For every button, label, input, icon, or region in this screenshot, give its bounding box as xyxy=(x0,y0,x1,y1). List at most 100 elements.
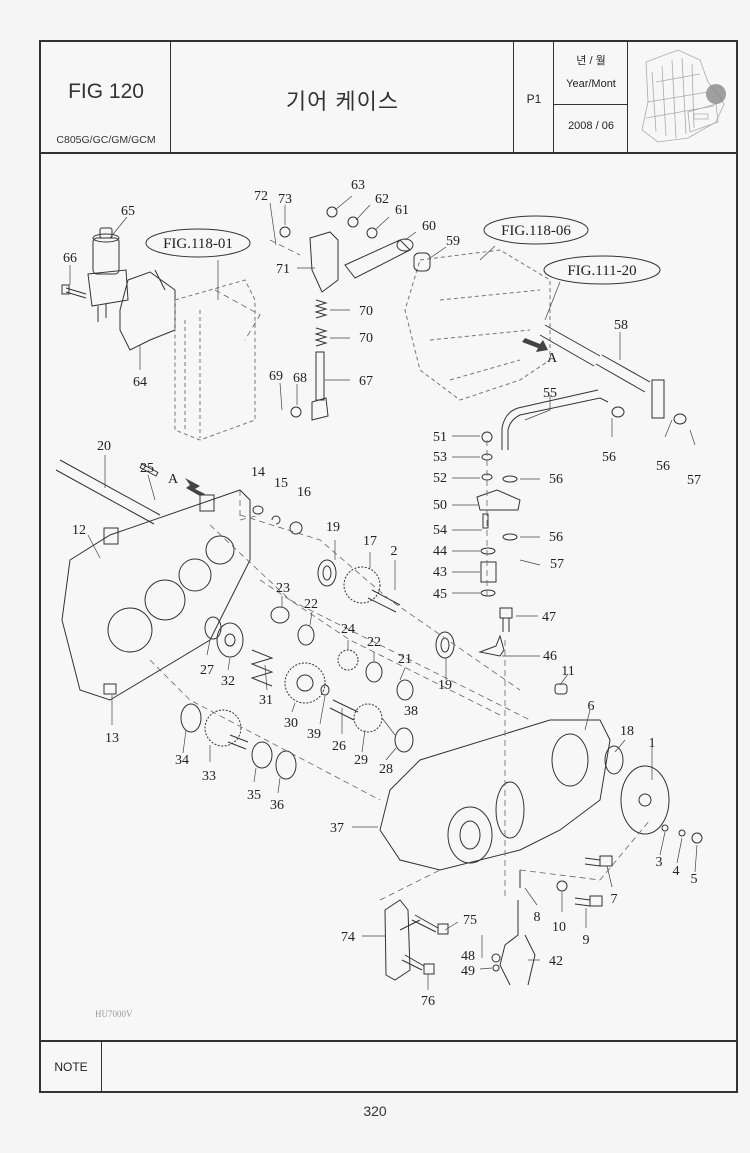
part-label: 2 xyxy=(391,544,398,559)
part-label: 56 xyxy=(549,472,563,487)
left-case-holes xyxy=(103,494,235,653)
part-label: 28 xyxy=(379,762,393,777)
left-gear-case-part xyxy=(61,489,251,701)
part-label: 27 xyxy=(200,663,214,678)
part-label: 46 xyxy=(543,649,557,664)
part-label: 13 xyxy=(105,731,119,746)
fig-118-01-label: FIG.118-01 xyxy=(163,236,233,252)
part-label: 69 xyxy=(269,369,283,384)
part-label: 30 xyxy=(284,716,298,731)
date-divider xyxy=(554,104,628,105)
fig-118-01-callout: FIG.118-01 xyxy=(145,228,251,258)
part-label: 44 xyxy=(433,544,447,559)
view-a-arrow-upper xyxy=(522,338,548,352)
part-label: 37 xyxy=(330,821,344,836)
part-label: 31 xyxy=(259,693,273,708)
part-label: 1 xyxy=(649,736,656,751)
bolt-part xyxy=(61,284,87,299)
part-label: 49 xyxy=(461,964,475,979)
part-label: 55 xyxy=(543,386,557,401)
part-number-labels: 65 66 64 72 73 63 62 61 60 59 71 70 70 6… xyxy=(63,178,701,1009)
right-gear-case-part xyxy=(379,719,611,871)
part-label: 15 xyxy=(274,476,288,491)
part-label: 19 xyxy=(438,678,452,693)
part-label: 35 xyxy=(247,788,261,803)
figure-number: FIG 120 xyxy=(68,80,144,103)
part-label: 48 xyxy=(461,949,475,964)
drawing-code: HU7000V xyxy=(95,1009,133,1019)
part-label: 43 xyxy=(433,565,447,580)
part-label: 62 xyxy=(375,192,389,207)
part-label: 24 xyxy=(341,622,355,637)
part-label: 38 xyxy=(404,704,418,719)
shaft-part xyxy=(539,324,687,425)
page-number: 320 xyxy=(363,1103,387,1119)
fig-cell: FIG 120 C805G/GC/GM/GCM xyxy=(41,42,171,152)
part-label: 4 xyxy=(673,864,680,879)
part-label: 33 xyxy=(202,769,216,784)
fig-118-06-label: FIG.118-06 xyxy=(501,223,571,239)
rod-part xyxy=(501,389,609,450)
harvester-thumbnail-image xyxy=(641,49,726,143)
part-label: 14 xyxy=(251,465,265,480)
part-label: 39 xyxy=(307,727,321,742)
part-label: 56 xyxy=(549,530,563,545)
part-label: 7 xyxy=(611,892,618,907)
part-label: 8 xyxy=(534,910,541,925)
part-label: 42 xyxy=(549,954,563,969)
part-label: 16 xyxy=(297,485,311,500)
part-label: 11 xyxy=(561,664,574,679)
part-label: 22 xyxy=(367,635,381,650)
part-label: 66 xyxy=(63,251,77,266)
part-label: 19 xyxy=(326,520,340,535)
part-label: 53 xyxy=(433,450,447,465)
part-label: 47 xyxy=(542,610,556,625)
year-month-label-en: Year/Mont xyxy=(566,78,616,90)
page-title: 기어 케이스 xyxy=(285,89,400,114)
part-label: 5 xyxy=(691,872,698,887)
part-label: 10 xyxy=(552,920,566,935)
part-label: 51 xyxy=(433,430,447,445)
part-label: 64 xyxy=(133,375,147,390)
part-label: 76 xyxy=(421,994,435,1009)
thumbnail-cell xyxy=(628,42,736,152)
part-label: 70 xyxy=(359,331,373,346)
part-label: 26 xyxy=(332,739,346,754)
part-label: 36 xyxy=(270,798,284,813)
shift-fork-part xyxy=(499,900,536,986)
part-label: 21 xyxy=(398,652,412,667)
linkage-parts xyxy=(279,206,431,293)
part-label: 25 xyxy=(140,461,154,476)
part-label: 57 xyxy=(550,557,564,572)
bearings-gears xyxy=(180,559,455,780)
part-label: 34 xyxy=(175,753,189,768)
part-label: 60 xyxy=(422,219,436,234)
parts-sheet: FIG 120 C805G/GC/GM/GCM 기어 케이스 P1 년 / 월 … xyxy=(39,40,738,1093)
shift-lever-parts xyxy=(476,431,521,597)
header-block: FIG 120 C805G/GC/GM/GCM 기어 케이스 P1 년 / 월 … xyxy=(41,42,736,154)
spring-parts xyxy=(290,299,329,421)
part-label: 54 xyxy=(433,523,447,538)
part-label: 17 xyxy=(363,534,377,549)
page-code-cell: P1 xyxy=(514,42,554,152)
title-cell: 기어 케이스 xyxy=(171,42,514,152)
bolt-13-part xyxy=(103,683,117,695)
fig-111-20-callout: FIG.111-20 xyxy=(543,255,661,285)
reference-frame-outline xyxy=(174,249,551,441)
part-label: 3 xyxy=(656,855,663,870)
part-label: 9 xyxy=(583,933,590,948)
bolt-fork-parts xyxy=(478,607,513,657)
part-label: 59 xyxy=(446,234,460,249)
part-label: 65 xyxy=(121,204,135,219)
view-a-arrow-lower xyxy=(185,478,205,496)
main-shaft-part xyxy=(55,459,161,525)
leader-lines xyxy=(69,195,698,990)
part-label: 23 xyxy=(276,581,290,596)
part-label: 72 xyxy=(254,189,268,204)
bracket-part xyxy=(119,269,176,351)
part-label: 18 xyxy=(620,724,634,739)
assembly-lines xyxy=(149,239,651,901)
part-label: 63 xyxy=(351,178,365,193)
model-codes: C805G/GC/GM/GCM xyxy=(56,134,156,146)
